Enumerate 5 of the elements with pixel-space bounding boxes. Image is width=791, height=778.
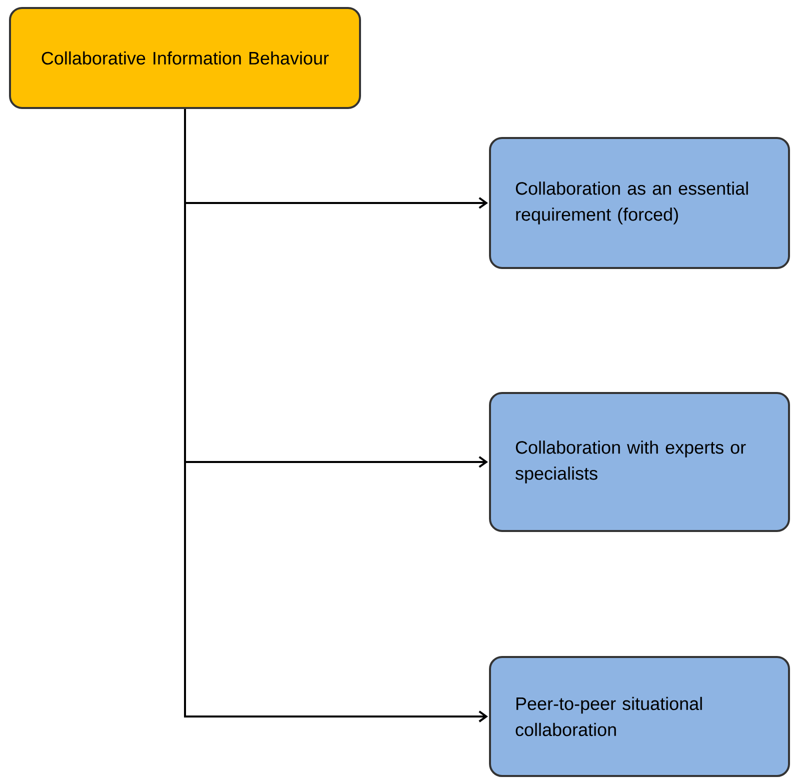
arrow bbox=[184, 109, 488, 722]
type-box: Peer-to-peer situational collaboration bbox=[489, 656, 790, 777]
category-box: Collaborative Information Behaviour bbox=[9, 6, 361, 109]
type-box: Collaboration with experts or specialists bbox=[489, 392, 790, 532]
type-box: Collaboration as an essential requirement (forced) bbox=[489, 137, 790, 269]
